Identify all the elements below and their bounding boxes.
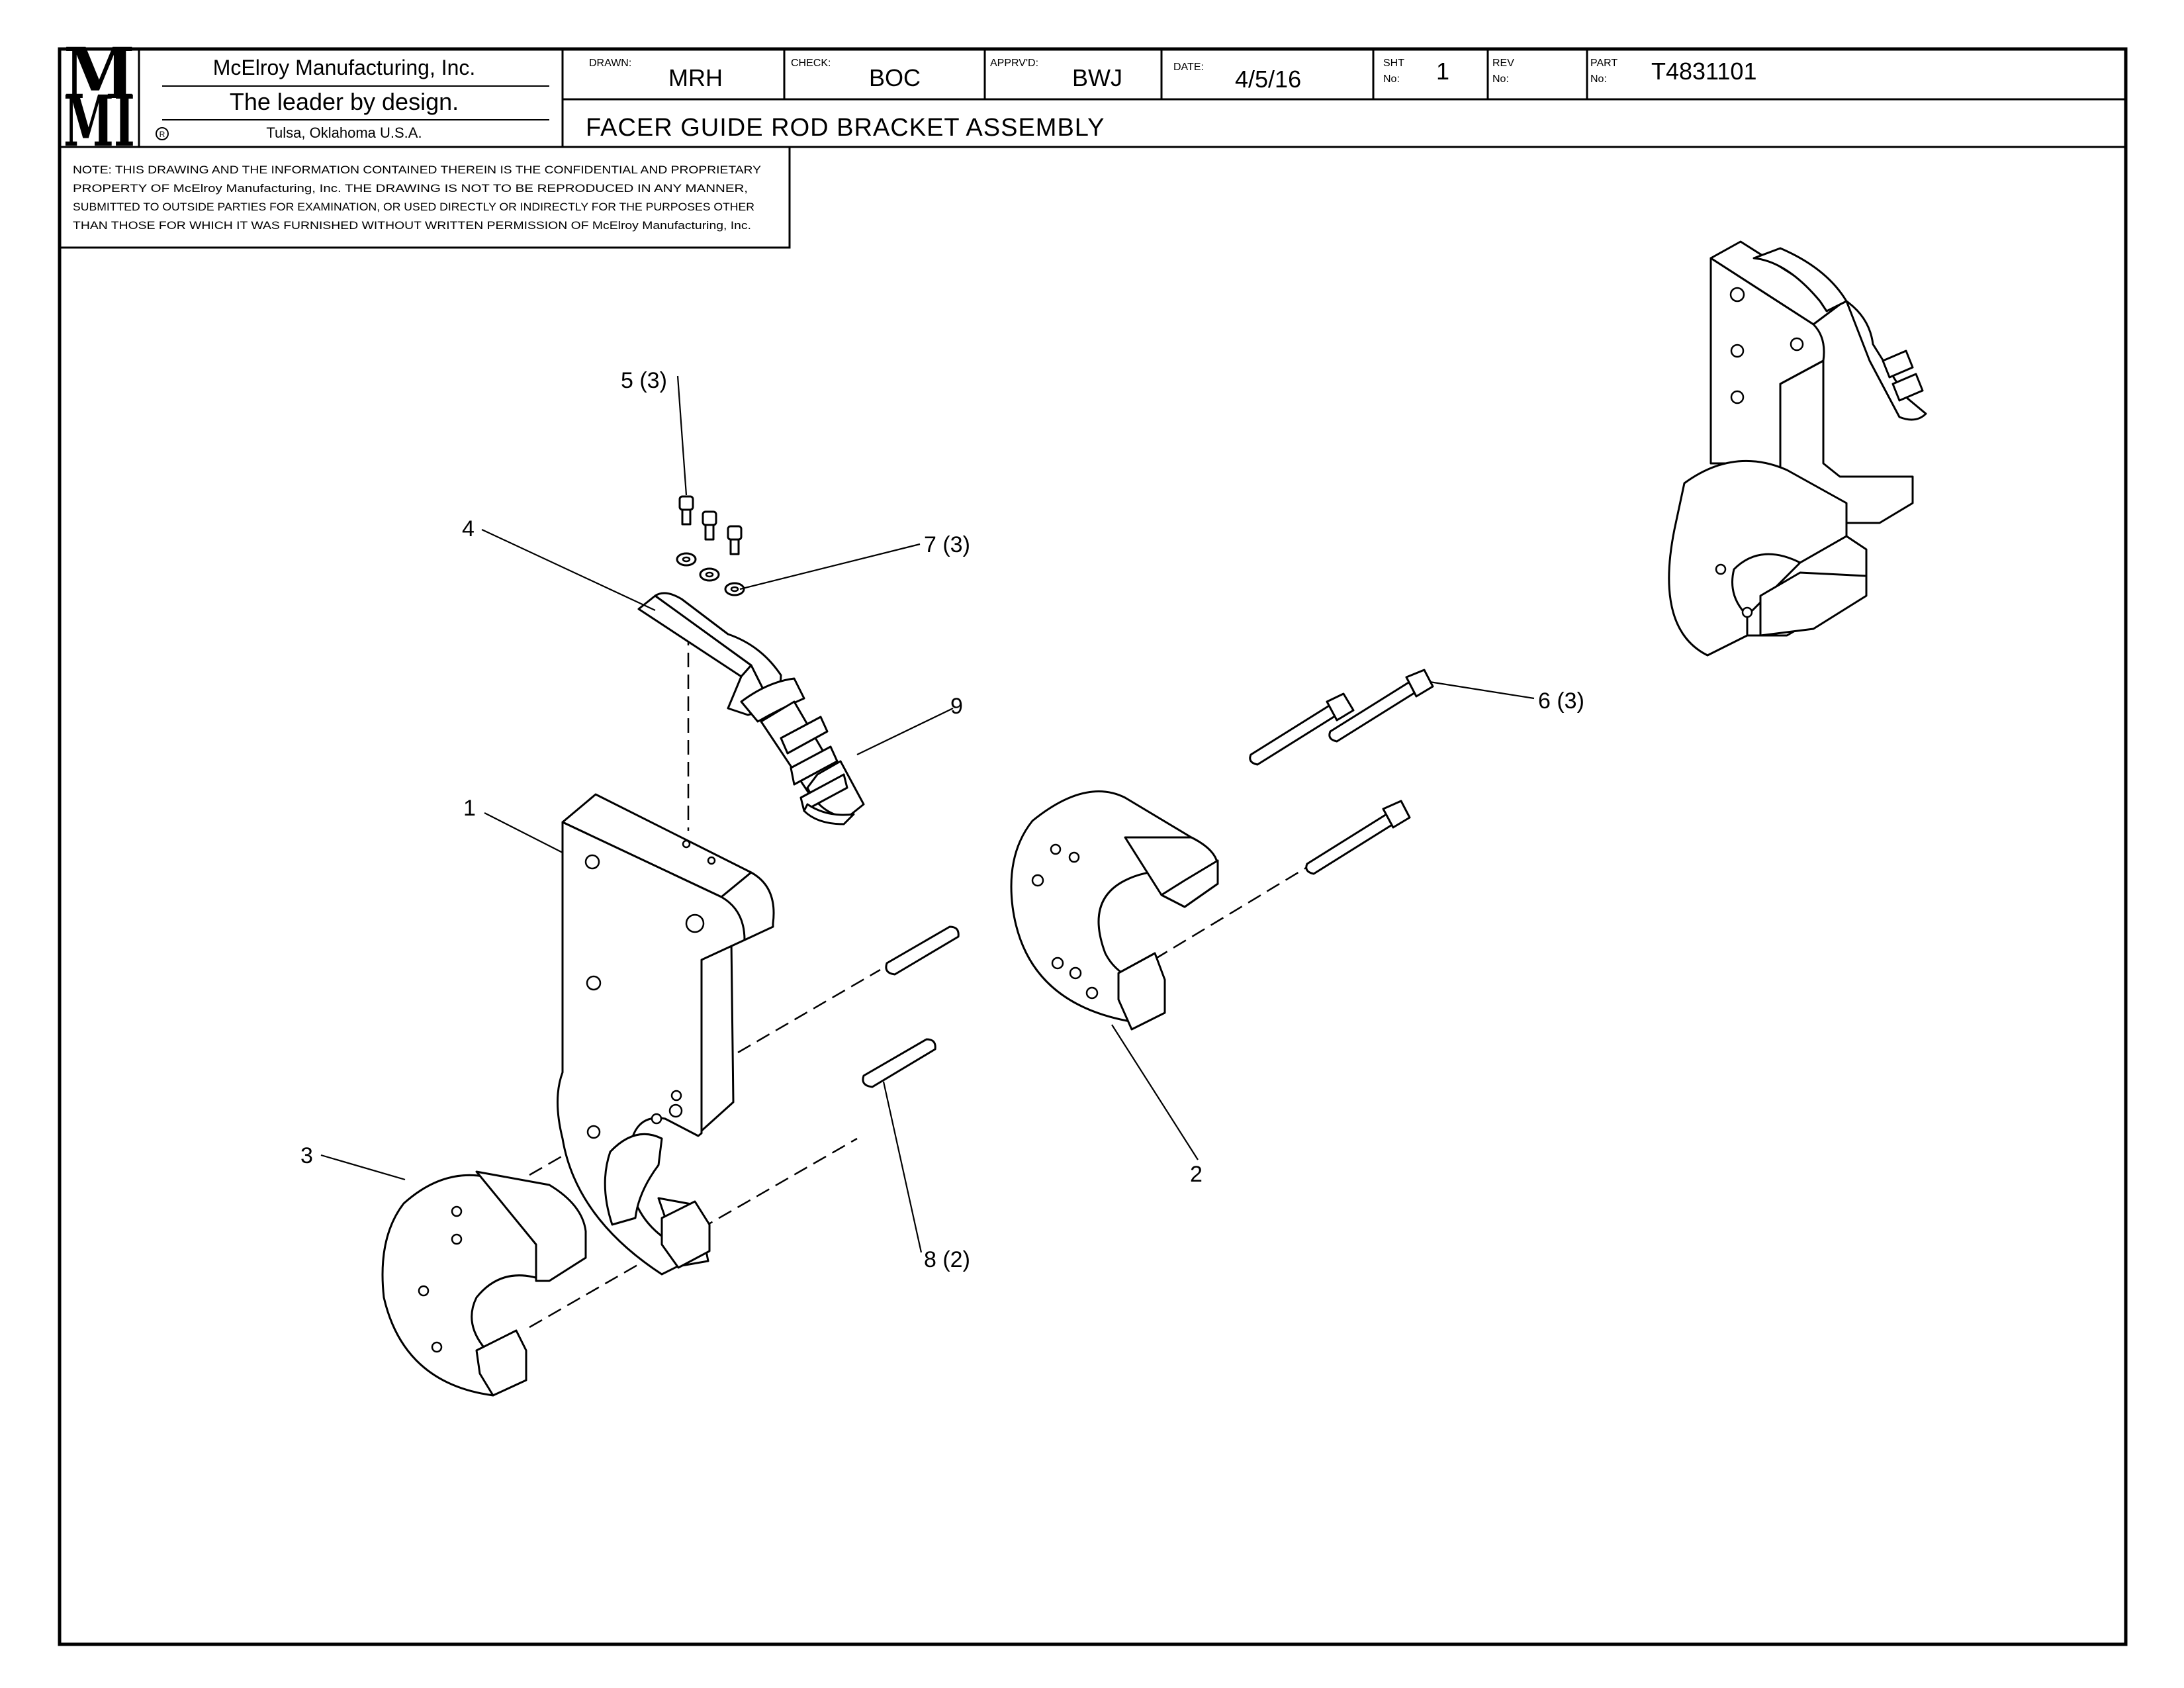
note-line-1: NOTE: THIS DRAWING AND THE INFORMATION C… bbox=[73, 164, 761, 176]
check-value: BOC bbox=[869, 64, 921, 91]
part-no-label: No: bbox=[1590, 73, 1607, 85]
rev-label: REV bbox=[1492, 58, 1514, 69]
note-line-2: PROPERTY OF McElroy Manufacturing, Inc. … bbox=[73, 183, 748, 195]
apprvd-value: BWJ bbox=[1072, 64, 1122, 91]
callout-2: 2 bbox=[1190, 1162, 1203, 1187]
svg-text:M: M bbox=[64, 32, 135, 115]
dowel-pins-part-8 bbox=[862, 925, 960, 1088]
mmi-logo: M MI bbox=[64, 32, 135, 162]
sheet-border bbox=[58, 47, 2128, 1646]
company-location: Tulsa, Oklahoma U.S.A. bbox=[266, 124, 422, 141]
callout-4: 4 bbox=[462, 516, 475, 541]
apprvd-label: APPRV'D: bbox=[990, 58, 1038, 69]
date-value: 4/5/16 bbox=[1235, 66, 1301, 93]
rev-no-label: No: bbox=[1492, 73, 1509, 85]
callout-1: 1 bbox=[463, 796, 476, 821]
title-block bbox=[60, 49, 2126, 249]
callout-8: 8 (2) bbox=[924, 1247, 970, 1272]
company-tagline: The leader by design. bbox=[230, 88, 459, 115]
part-label: PART bbox=[1590, 58, 1617, 69]
callout-9: 9 bbox=[950, 694, 963, 719]
note-line-4: THAN THOSE FOR WHICH IT WAS FURNISHED WI… bbox=[73, 220, 751, 232]
company-name: McElroy Manufacturing, Inc. bbox=[213, 56, 476, 79]
assembled-view bbox=[1668, 240, 1927, 657]
callout-7: 7 (3) bbox=[924, 532, 970, 557]
cap-screws-part-5 bbox=[678, 495, 743, 555]
sht-no-label: No: bbox=[1383, 73, 1400, 85]
svg-text:MI: MI bbox=[64, 79, 135, 162]
drawn-value: MRH bbox=[668, 64, 723, 91]
callout-6: 6 (3) bbox=[1538, 688, 1584, 714]
note-line-3: SUBMITTED TO OUTSIDE PARTIES FOR EXAMINA… bbox=[73, 201, 754, 213]
sht-value: 1 bbox=[1436, 58, 1449, 85]
washers-part-7 bbox=[676, 552, 745, 596]
clamp-half-part-3 bbox=[381, 1170, 587, 1397]
part-value: T4831101 bbox=[1651, 58, 1756, 85]
drawn-label: DRAWN: bbox=[589, 58, 631, 69]
svg-text:R: R bbox=[159, 130, 165, 139]
date-label: DATE: bbox=[1173, 62, 1204, 73]
clamp-half-part-2 bbox=[1010, 790, 1219, 1031]
bracket-plate-part-1 bbox=[557, 793, 775, 1276]
callout-3: 3 bbox=[300, 1143, 313, 1168]
handle-part-9 bbox=[740, 677, 865, 825]
drawing-title: FACER GUIDE ROD BRACKET ASSEMBLY bbox=[586, 114, 1105, 142]
callout-5: 5 (3) bbox=[621, 368, 667, 393]
registered-mark: R bbox=[156, 127, 169, 140]
long-screws-part-6 bbox=[1249, 669, 1434, 875]
callout-leaders bbox=[320, 375, 1535, 1253]
check-label: CHECK: bbox=[791, 58, 831, 69]
sht-label: SHT bbox=[1383, 58, 1404, 69]
